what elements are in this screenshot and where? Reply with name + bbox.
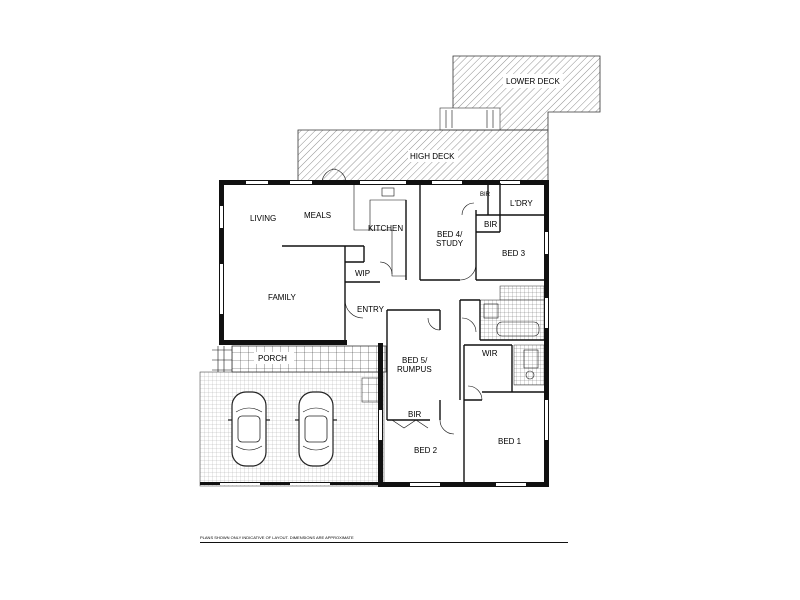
room-label-kitchen: KITCHEN <box>368 224 403 233</box>
room-label-bed2: BED 2 <box>414 446 438 455</box>
high-deck-label: HIGH DECK <box>410 152 455 161</box>
car-icon <box>228 391 270 467</box>
laundry-bathroom-tiles <box>479 285 545 386</box>
room-label-study: STUDY <box>436 239 464 248</box>
room-label-meals: MEALS <box>304 211 331 220</box>
footer-rule <box>200 542 568 543</box>
room-label-entry: ENTRY <box>357 305 385 314</box>
kitchen-benches <box>353 183 407 277</box>
room-label-bed3: BED 3 <box>502 249 526 258</box>
room-label-family: FAMILY <box>268 293 297 302</box>
room-label-bir-bed2: BIR <box>408 410 422 419</box>
room-label-living: LIVING <box>250 214 276 223</box>
plan-disclaimer: PLANS SHOWN ONLY INDICATIVE OF LAYOUT. D… <box>200 535 354 540</box>
porch-label: PORCH <box>258 354 287 363</box>
room-label-rumpus: RUMPUS <box>397 365 432 374</box>
entry-tiles <box>361 377 381 403</box>
car-icon <box>295 391 337 467</box>
room-label-bed1: BED 1 <box>498 437 522 446</box>
door-swings <box>321 168 483 435</box>
high-deck: HIGH DECK <box>297 129 549 183</box>
deck-stairs <box>439 107 501 131</box>
porch: PORCH <box>212 345 387 373</box>
lower-deck-label: LOWER DECK <box>506 77 560 86</box>
room-label-laundry: L'DRY <box>510 199 533 208</box>
interior-walls <box>282 183 546 485</box>
room-label-wir: WIR <box>482 349 498 358</box>
room-label-bed4: BED 4/ <box>437 230 463 239</box>
room-label-wip: WIP <box>355 269 370 278</box>
room-label-bir-top: BIR <box>480 192 491 198</box>
room-label-bed5: BED 5/ <box>402 356 428 365</box>
garage <box>199 371 385 487</box>
room-label-bir-bed3: BIR <box>484 220 498 229</box>
